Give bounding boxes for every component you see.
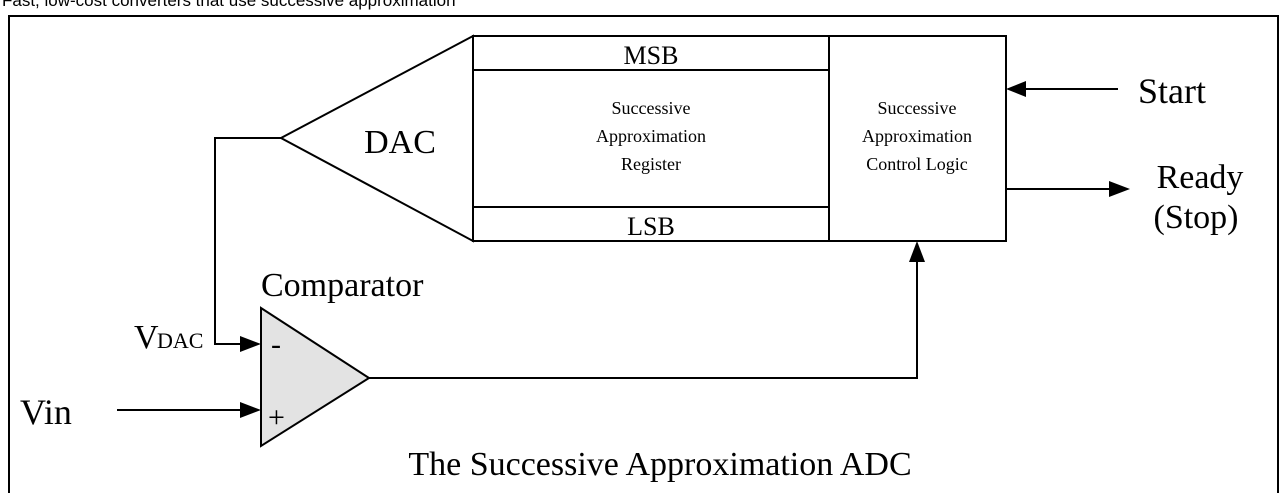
vdac-wire: [214, 137, 282, 345]
comparator-output-arrowhead: [909, 241, 925, 262]
msb-label: MSB: [624, 41, 679, 70]
control-label-line-2: Approximation: [862, 126, 972, 146]
vdac-arrowhead: [240, 336, 261, 352]
vin-arrowhead: [240, 402, 261, 418]
comparator-triangle: [260, 306, 371, 448]
control-logic-block: [828, 35, 1007, 242]
ready-arrowhead: [1109, 181, 1130, 197]
comparator-output-wire: [368, 261, 918, 379]
vin-label: Vin: [20, 392, 72, 432]
register-label-line-1: Successive: [612, 98, 691, 118]
lsb-label: LSB: [627, 212, 675, 241]
header-text: Fast, low-cost converters that use succe…: [2, 0, 456, 10]
comparator-label: Comparator: [261, 267, 424, 304]
plus-sign: +: [268, 401, 285, 434]
minus-sign: -: [271, 328, 281, 361]
diagram-frame: [8, 15, 1279, 493]
vdac-label-v: V: [134, 319, 159, 356]
register-label-line-2: Approximation: [596, 126, 706, 146]
start-label: Start: [1138, 71, 1206, 111]
ready-label: Ready: [1157, 159, 1244, 196]
register-label-line-3: Register: [621, 154, 681, 174]
dac-label: DAC: [364, 124, 436, 161]
control-label-line-1: Successive: [878, 98, 957, 118]
start-arrowhead: [1006, 81, 1026, 97]
stop-label: (Stop): [1154, 199, 1239, 236]
control-label-line-3: Control Logic: [866, 154, 968, 174]
vdac-label-sub: DAC: [157, 328, 203, 353]
diagram-caption: The Successive Approximation ADC: [408, 446, 911, 483]
